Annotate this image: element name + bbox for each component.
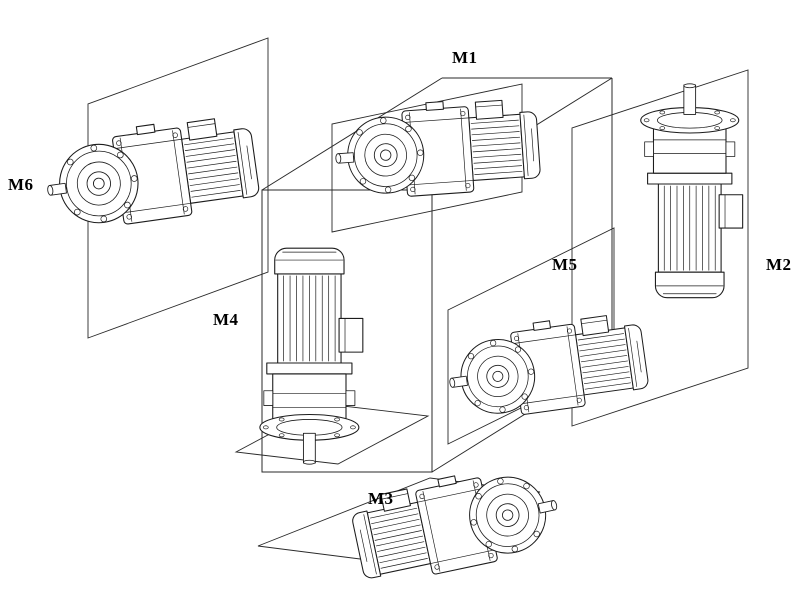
mounting-plane-m3 xyxy=(257,477,541,561)
label-m6: M6 xyxy=(8,175,34,194)
mounting-plane-m1 xyxy=(331,83,523,233)
label-m3: M3 xyxy=(368,489,394,508)
gearmotor-m6-icon xyxy=(40,110,262,235)
gearmotor-m1-icon xyxy=(331,94,542,202)
gearmotor-m4-icon xyxy=(259,247,364,465)
label-m5: M5 xyxy=(552,255,578,274)
gearmotor-m2-icon xyxy=(640,83,744,299)
mounting-plane-m2 xyxy=(571,69,749,427)
label-m2: M2 xyxy=(766,255,792,274)
label-m4: M4 xyxy=(213,310,239,329)
gearmotor-m5-icon xyxy=(442,307,651,425)
label-m1: M1 xyxy=(452,48,478,67)
gearmotor-m3-icon xyxy=(347,455,566,590)
